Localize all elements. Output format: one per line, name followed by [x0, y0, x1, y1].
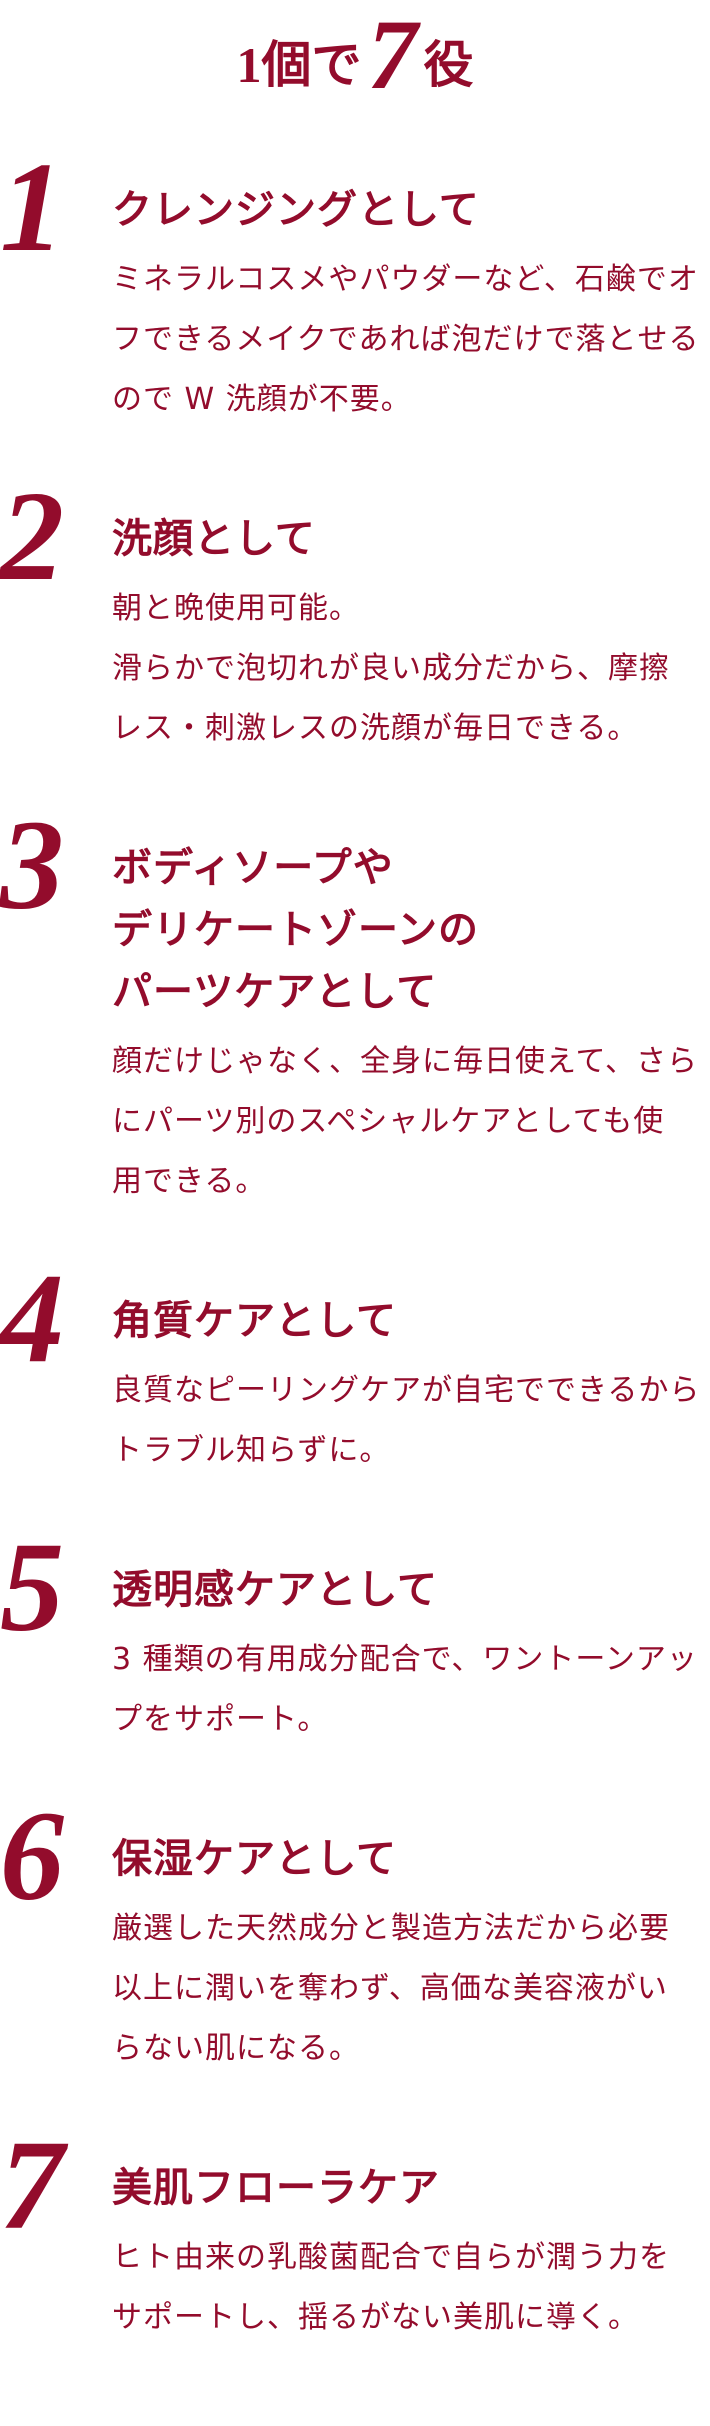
item-number: 3: [0, 794, 64, 936]
item-description: 良質なピーリングケアが自宅でできるからトラブル知らずに。: [112, 1361, 710, 1481]
item-description: 朝と晩使用可能。滑らかで泡切れが良い成分だから、摩擦レス・刺激レスの洗顔が毎日で…: [112, 579, 710, 759]
item-description: ヒト由来の乳酸菌配合で自らが潤う力をサポートし、揺るがない美肌に導く。: [112, 2228, 710, 2348]
title-number: 7: [367, 0, 418, 110]
description-line: フできるメイクであれば泡だけで落とせる: [112, 322, 700, 357]
title-prefix: 1個で: [236, 37, 362, 93]
item-description: 厳選した天然成分と製造方法だから必要以上に潤いを奪わず、高価な美容液がいらない肌…: [112, 1899, 710, 2079]
item-number: 6: [0, 1785, 64, 1927]
item-description: ミネラルコスメやパウダーなど、石鹸でオフできるメイクであれば泡だけで落とせるので…: [112, 250, 710, 430]
description-line: 滑らかで泡切れが良い成分だから、摩擦: [112, 651, 670, 686]
heading-line: 保湿ケアとして: [112, 1836, 397, 1882]
description-line: 3 種類の有用成分配合で、ワントーンアッ: [112, 1642, 698, 1677]
description-line: 顔だけじゃなく、全身に毎日使えて、さら: [112, 1044, 698, 1079]
description-line: プをサポート。: [112, 1702, 329, 1737]
heading-line: パーツケアとして: [112, 969, 438, 1015]
description-line: らない肌になる。: [112, 2031, 360, 2066]
description-line: 用できる。: [112, 1164, 267, 1199]
heading-line: 角質ケアとして: [112, 1298, 397, 1344]
item-heading: 保湿ケアとして: [112, 1828, 710, 1890]
item-heading: 美肌フローラケア: [112, 2157, 710, 2219]
item-heading: ボディソープやデリケートゾーンのパーツケアとして: [112, 837, 710, 1023]
heading-line: クレンジングとして: [112, 187, 480, 233]
heading-line: 美肌フローラケア: [112, 2165, 440, 2211]
description-line: 以上に潤いを奪わず、高価な美容液がい: [112, 1971, 668, 2006]
item-number: 7: [0, 2114, 64, 2256]
description-line: ミネラルコスメやパウダーなど、石鹸でオ: [112, 262, 699, 297]
item-number: 1: [0, 136, 64, 278]
description-line: トラブル知らずに。: [112, 1433, 391, 1468]
description-line: にパーツ別のスペシャルケアとしても使: [112, 1104, 665, 1139]
item-number: 2: [0, 465, 64, 607]
description-line: レス・刺激レスの洗顔が毎日できる。: [112, 711, 639, 746]
item-heading: 角質ケアとして: [112, 1290, 710, 1352]
description-line: ので W 洗顔が不要。: [112, 382, 412, 417]
description-line: 良質なピーリングケアが自宅でできるから: [112, 1373, 701, 1408]
item-number: 4: [0, 1247, 64, 1389]
item-heading: 洗顔として: [112, 508, 710, 570]
item-description: 3 種類の有用成分配合で、ワントーンアップをサポート。: [112, 1630, 710, 1750]
description-line: 厳選した天然成分と製造方法だから必要: [112, 1911, 670, 1946]
title-suffix: 役: [423, 37, 474, 93]
heading-line: デリケートゾーンの: [112, 907, 479, 953]
item-number: 5: [0, 1516, 64, 1658]
description-line: 朝と晩使用可能。: [112, 591, 360, 626]
heading-line: 透明感ケアとして: [112, 1567, 438, 1613]
item-description: 顔だけじゃなく、全身に毎日使えて、さらにパーツ別のスペシャルケアとしても使用でき…: [112, 1032, 710, 1212]
heading-line: 洗顔として: [112, 516, 316, 562]
description-line: ヒト由来の乳酸菌配合で自らが潤う力を: [112, 2240, 670, 2275]
heading-line: ボディソープや: [112, 845, 394, 891]
description-line: サポートし、揺るがない美肌に導く。: [112, 2300, 639, 2335]
item-heading: 透明感ケアとして: [112, 1559, 710, 1621]
item-heading: クレンジングとして: [112, 179, 710, 241]
